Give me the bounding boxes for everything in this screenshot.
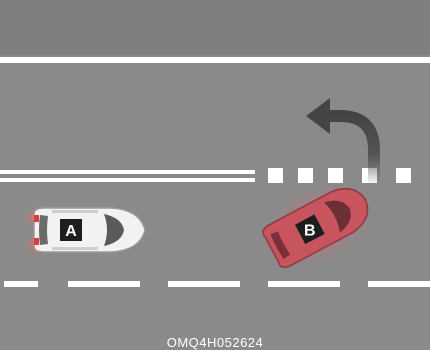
tail-light (34, 215, 39, 222)
vehicle-a-roof-rail (52, 247, 98, 250)
dotted-mark (396, 168, 411, 183)
solid-edge-line (0, 57, 430, 63)
dash-mark (68, 281, 140, 287)
center-solid-line-upper (0, 170, 255, 174)
dotted-mark (298, 168, 313, 183)
vehicle-a: A (26, 208, 145, 255)
vehicle-a-rear-window (39, 215, 48, 245)
dotted-mark (268, 168, 283, 183)
dash-mark (368, 281, 430, 287)
dotted-mark (328, 168, 343, 183)
vehicle-a-label: A (65, 223, 77, 240)
vehicle-a-roof-rail (52, 210, 98, 213)
center-solid-line-lower (0, 178, 255, 182)
tail-light (34, 238, 39, 245)
dash-mark (168, 281, 240, 287)
road-top-band (0, 0, 430, 55)
dash-mark (4, 281, 38, 287)
figure-code: OMQ4H052624 (0, 336, 430, 350)
dash-mark (268, 281, 340, 287)
vehicle-a-body (34, 208, 145, 252)
vehicle-b-label: B (304, 222, 316, 239)
